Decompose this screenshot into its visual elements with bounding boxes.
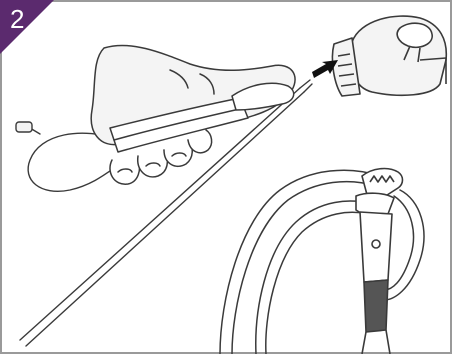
- illustration: [0, 0, 452, 354]
- step-illustration-panel: 2: [0, 0, 452, 354]
